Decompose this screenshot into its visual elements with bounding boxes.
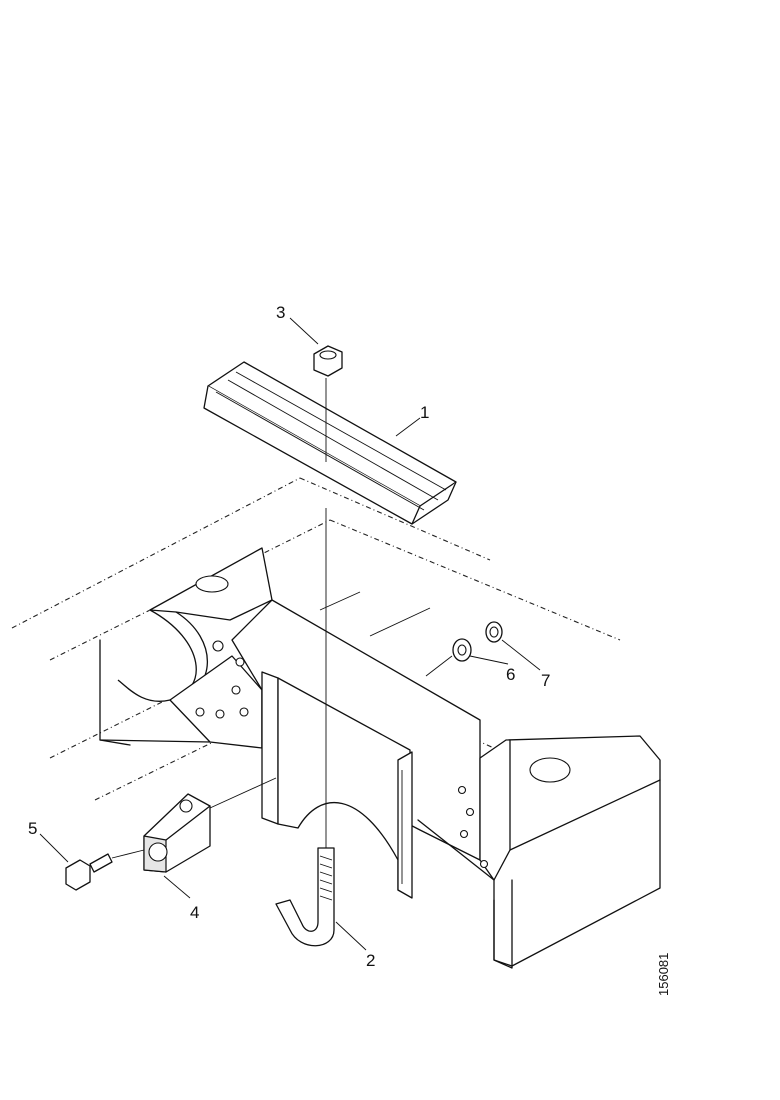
callout-2: 2 [366,951,375,970]
callout-5: 5 [28,819,37,838]
frame-rail [11,477,621,801]
callout-4: 4 [190,903,199,922]
flange-nut [313,345,343,377]
clamp-plate [143,793,211,873]
vertical-bracket [261,671,413,899]
callout-3: 3 [276,303,285,322]
hex-bolt [65,777,277,891]
callout-7: 7 [541,671,550,690]
end-bracket [417,735,661,969]
callout-6: 6 [506,665,515,684]
j-bolt [275,378,335,947]
drawing-reference-number: 156081 [656,953,671,996]
callout-1: 1 [420,403,429,422]
washer [452,638,472,662]
lock-nut [485,621,503,643]
channel-strip [203,361,457,525]
leader-lines [39,317,541,951]
